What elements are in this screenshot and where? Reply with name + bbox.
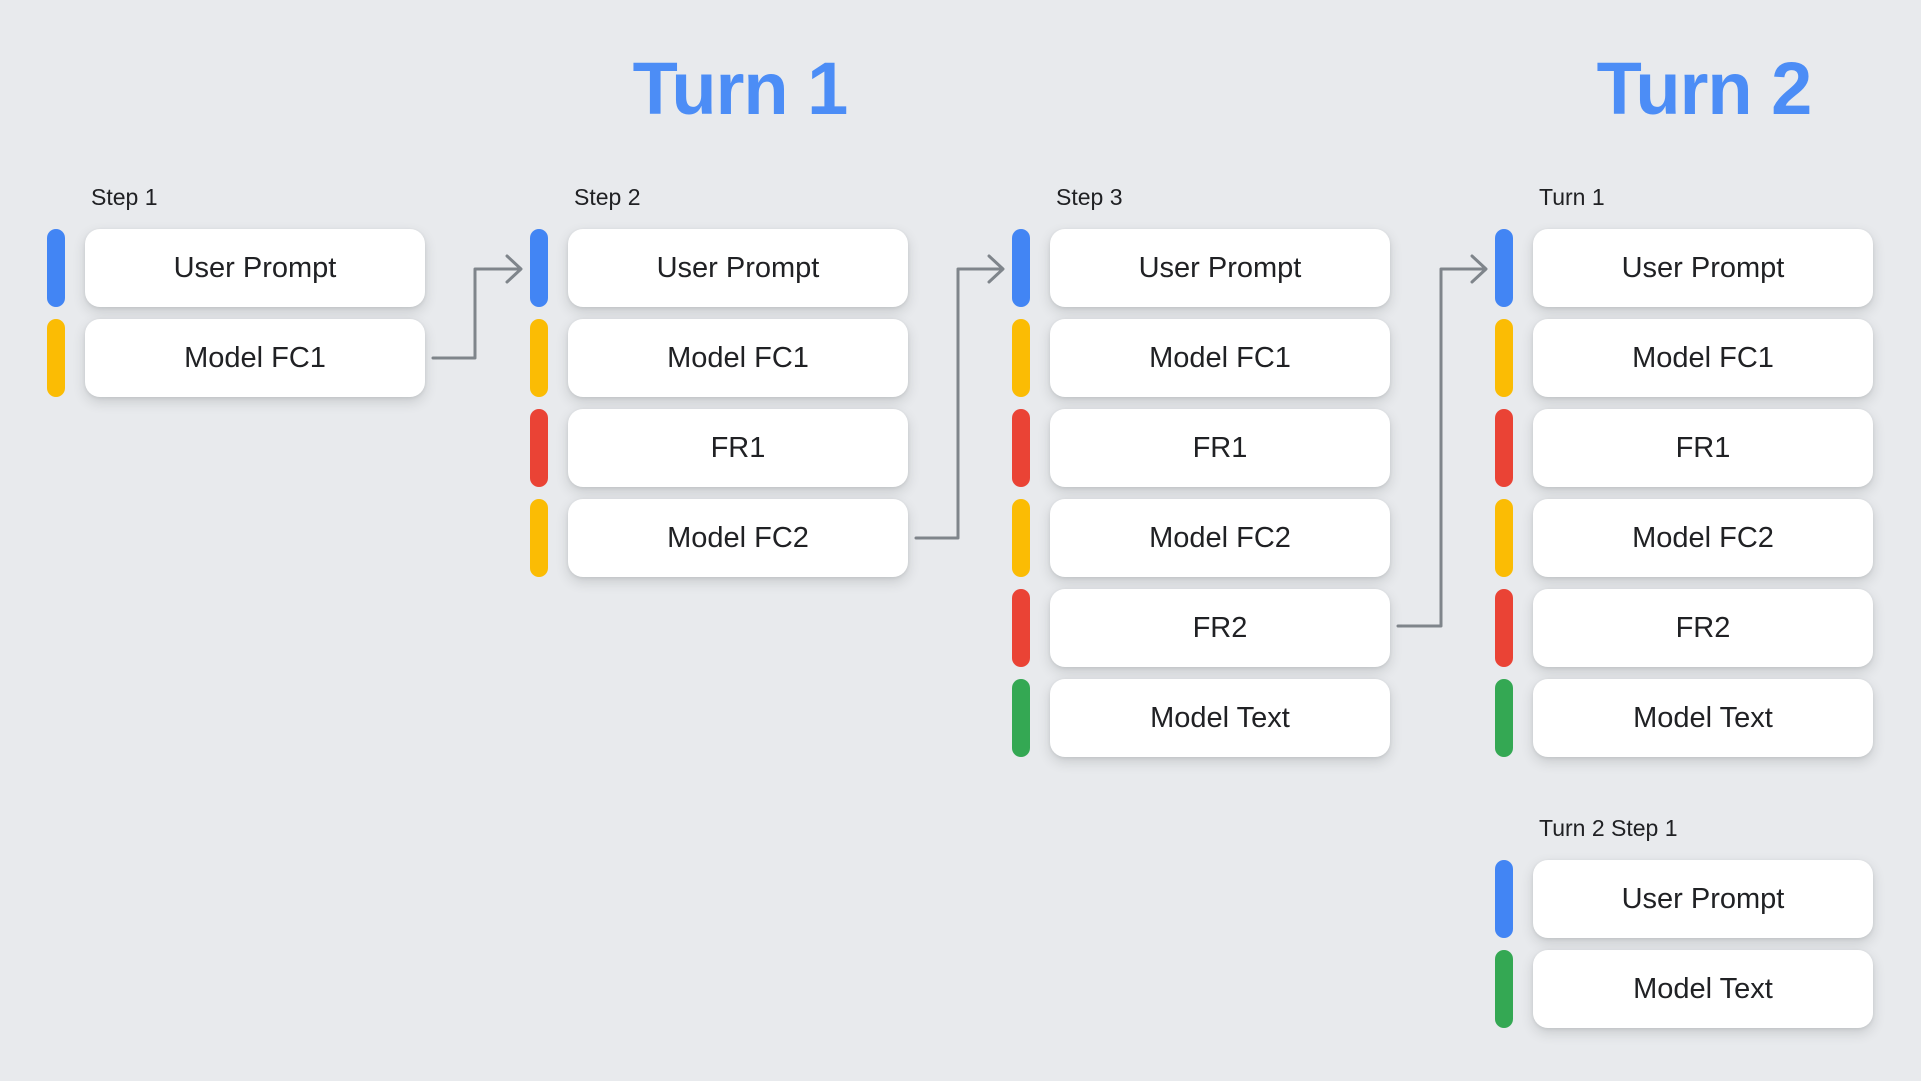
node-box: Model FC1 [85,319,425,397]
column-step-2: Step 2 User Prompt Model FC1 FR1 Model F… [530,186,908,577]
node-row: User Prompt [47,229,425,307]
function-response-color-bar [1012,589,1030,667]
node-label: User Prompt [1621,251,1785,284]
node-row: Model FC1 [1012,319,1390,397]
node-label: Model Text [1633,701,1773,734]
turn-1-header: Turn 1 [632,47,849,130]
column-turn-1-history: Turn 1 User Prompt Model FC1 FR1 Model F… [1495,186,1873,757]
node-box: Model FC1 [1050,319,1390,397]
model-text-color-bar [1495,679,1513,757]
arrow-step2-to-step3 [914,267,1004,540]
node-row: FR1 [1012,409,1390,487]
model-fc-color-bar [1495,319,1513,397]
node-label: FR1 [1675,431,1731,464]
node-row: Model Text [1495,679,1873,757]
column-turn-2-step-1: Turn 2 Step 1 User Prompt Model Text [1495,817,1873,1028]
user-prompt-color-bar [530,229,548,307]
column-step-1: Step 1 User Prompt Model FC1 [47,186,425,397]
column-label: Step 2 [574,184,641,210]
node-label: Model FC2 [1632,521,1774,554]
model-text-color-bar [1495,950,1513,1028]
node-row: Model FC2 [530,499,908,577]
node-box: User Prompt [568,229,908,307]
node-box: FR2 [1533,589,1873,667]
column-label: Step 3 [1056,184,1123,210]
node-label: FR2 [1675,611,1731,644]
column-label: Step 1 [91,184,158,210]
column-step-3: Step 3 User Prompt Model FC1 FR1 Model F… [1012,186,1390,757]
arrowhead-step2-to-step3 [987,254,1005,284]
node-row: Model Text [1012,679,1390,757]
node-box: Model FC1 [1533,319,1873,397]
node-label: Model FC2 [1149,521,1291,554]
node-box: User Prompt [1533,229,1873,307]
node-label: Model FC1 [1632,341,1774,374]
node-label: Model Text [1150,701,1290,734]
node-row: Model FC1 [47,319,425,397]
model-fc-color-bar [530,319,548,397]
node-row: Model Text [1495,950,1873,1028]
node-row: FR2 [1495,589,1873,667]
function-response-color-bar [1012,409,1030,487]
node-box: Model FC2 [1050,499,1390,577]
node-row: User Prompt [530,229,908,307]
node-label: Model FC1 [1149,341,1291,374]
model-fc-color-bar [530,499,548,577]
node-box: FR1 [1050,409,1390,487]
node-box: Model Text [1533,679,1873,757]
node-label: Model FC1 [184,341,326,374]
node-row: FR1 [530,409,908,487]
node-box: FR2 [1050,589,1390,667]
arrow-step1-to-step2 [431,267,522,360]
user-prompt-color-bar [1495,860,1513,938]
model-fc-color-bar [1012,319,1030,397]
model-fc-color-bar [1495,499,1513,577]
arrow-step3-to-turn1 [1396,267,1487,628]
node-box: Model FC1 [568,319,908,397]
turn-2-header: Turn 2 [1596,47,1813,130]
user-prompt-color-bar [1495,229,1513,307]
node-label: FR1 [1192,431,1248,464]
model-fc-color-bar [1012,499,1030,577]
node-row: User Prompt [1495,229,1873,307]
node-box: FR1 [568,409,908,487]
function-response-color-bar [1495,409,1513,487]
node-row: Model FC2 [1495,499,1873,577]
user-prompt-color-bar [1012,229,1030,307]
model-text-color-bar [1012,679,1030,757]
node-label: FR1 [710,431,766,464]
node-label: Model FC1 [667,341,809,374]
node-row: Model FC1 [1495,319,1873,397]
node-box: Model Text [1533,950,1873,1028]
node-row: User Prompt [1495,860,1873,938]
node-row: FR1 [1495,409,1873,487]
node-row: FR2 [1012,589,1390,667]
node-label: User Prompt [656,251,820,284]
user-prompt-color-bar [47,229,65,307]
node-box: User Prompt [1050,229,1390,307]
node-box: Model FC2 [568,499,908,577]
node-label: User Prompt [1138,251,1302,284]
node-label: User Prompt [1621,882,1785,915]
node-label: Model Text [1633,972,1773,1005]
function-response-color-bar [1495,589,1513,667]
node-box: FR1 [1533,409,1873,487]
node-box: User Prompt [1533,860,1873,938]
node-box: Model Text [1050,679,1390,757]
node-row: Model FC2 [1012,499,1390,577]
arrowhead-step1-to-step2 [505,254,523,284]
node-row: User Prompt [1012,229,1390,307]
node-row: Model FC1 [530,319,908,397]
function-response-color-bar [530,409,548,487]
node-label: FR2 [1192,611,1248,644]
node-box: Model FC2 [1533,499,1873,577]
node-label: Model FC2 [667,521,809,554]
arrowhead-step3-to-turn1 [1470,254,1488,284]
column-label: Turn 2 Step 1 [1539,815,1678,841]
model-fc-color-bar [47,319,65,397]
node-label: User Prompt [173,251,337,284]
column-label: Turn 1 [1539,184,1605,210]
node-box: User Prompt [85,229,425,307]
